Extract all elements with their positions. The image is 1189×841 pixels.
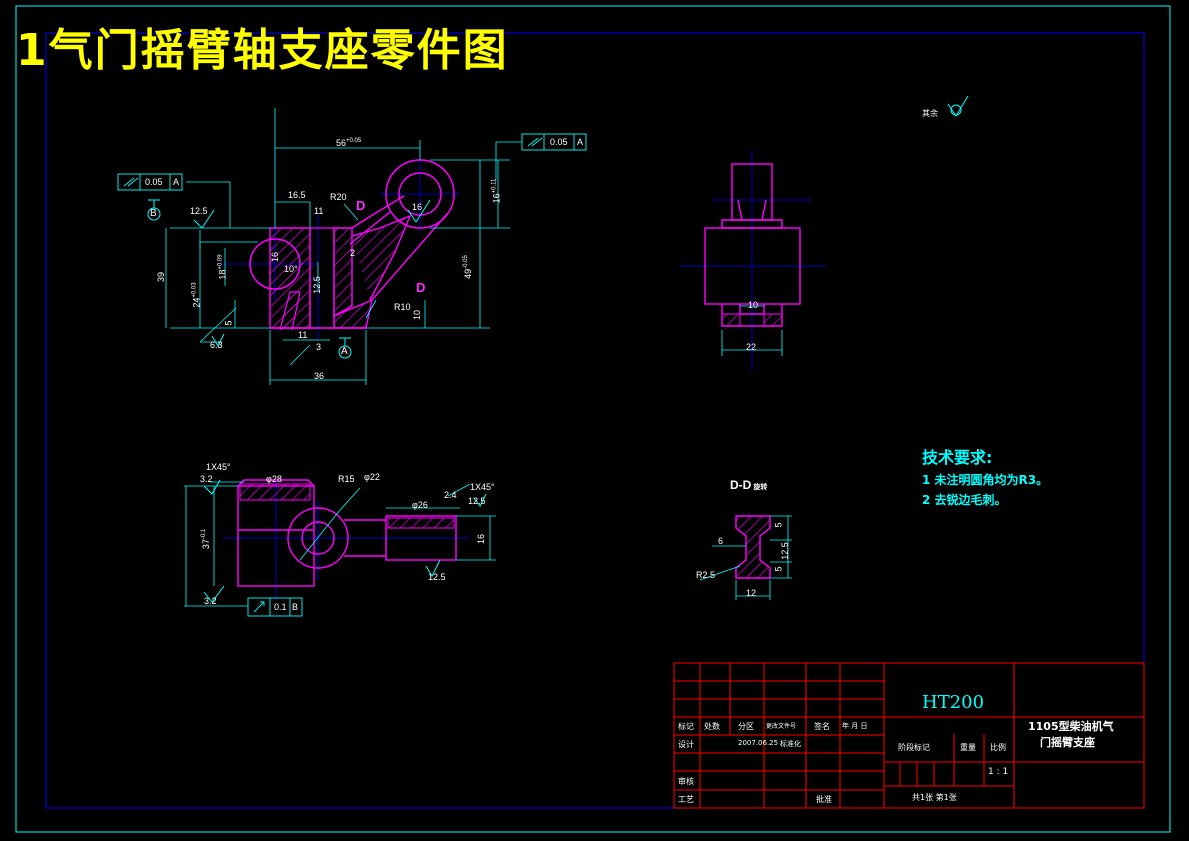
label-stage: 阶段标记 xyxy=(898,743,930,752)
dim-r20: R20 xyxy=(330,192,347,202)
front-view xyxy=(117,108,587,385)
dim-16-mid: 16 xyxy=(270,251,281,263)
dim-49: 49-0.05 xyxy=(462,255,473,279)
dim-5: 5 xyxy=(223,320,234,326)
dim-12-5-bottom: 12.5 xyxy=(428,572,446,582)
fcf-bottom-datum: B xyxy=(292,602,299,612)
sheet-count: 共1张 第1张 xyxy=(912,793,957,802)
label-mark: 标记 xyxy=(678,722,694,731)
datum-b-label: B xyxy=(150,208,157,219)
fcf-left-datum: A xyxy=(173,177,180,187)
dim-6-section: 6 xyxy=(718,536,724,546)
label-standardization: 标准化 xyxy=(780,740,801,748)
dim-10-side: 10 xyxy=(748,300,759,310)
side-view xyxy=(680,150,826,370)
inner-frame xyxy=(45,32,1145,809)
title-block-lines xyxy=(673,662,1145,809)
roughness-note: 其余 xyxy=(922,109,938,118)
dim-16-eye: 16 xyxy=(412,202,423,212)
label-weight: 重量 xyxy=(960,743,976,752)
fcf-left-tolerance: 0.05 xyxy=(145,177,163,187)
tech-heading: 技术要求: xyxy=(922,448,993,467)
scale-value: 1 : 1 xyxy=(988,767,1009,777)
label-date: 年 月 日 xyxy=(842,722,868,730)
dim-dia-28: φ28 xyxy=(266,474,282,484)
tech-line-2: 2 去锐边毛刺。 xyxy=(922,493,1007,507)
dim-5-b: 5 xyxy=(773,566,784,572)
chamfer-right: 1X45° xyxy=(470,482,495,492)
tech-line-1: 1 未注明圆角均为R3。 xyxy=(922,473,1049,487)
label-scale: 比例 xyxy=(990,743,1006,752)
dim-5-a: 5 xyxy=(773,522,784,528)
label-count: 处数 xyxy=(704,722,720,731)
label-process: 工艺 xyxy=(678,795,694,804)
label-zone: 分区 xyxy=(738,722,754,731)
part-name-line2: 门摇臂支座 xyxy=(1040,736,1095,749)
section-mark-d-bottom: D xyxy=(416,280,426,295)
dim-3: 3 xyxy=(316,342,322,352)
dim-r15: R15 xyxy=(338,474,355,484)
chamfer-left: 1X45° xyxy=(206,462,231,472)
dim-12-section: 12 xyxy=(746,588,757,598)
roughness-note-icon xyxy=(947,95,969,117)
material: HT200 xyxy=(922,692,985,713)
dim-16-5: 16.5 xyxy=(288,190,306,200)
dim-12-5-section: 12.5 xyxy=(779,542,790,560)
dim-r10: R10 xyxy=(394,302,411,312)
dim-3-2-bottom: 3.2 xyxy=(204,596,217,606)
drawing-title: 1气门摇臂轴支座零件图 xyxy=(16,25,509,76)
dim-3-2-top: 3.2 xyxy=(200,474,213,484)
label-review: 审核 xyxy=(678,777,694,786)
dim-11-bottom: 11 xyxy=(298,330,308,340)
outer-frame xyxy=(15,5,1171,833)
dim-2-4: 2.4 xyxy=(444,490,457,500)
dim-36: 36 xyxy=(314,371,325,381)
dim-dia-26: φ26 xyxy=(412,500,428,510)
dim-39: 39 xyxy=(156,271,167,283)
datum-a-label: A xyxy=(341,346,348,357)
dim-12-5-top: 12.5 xyxy=(190,206,208,216)
design-date: 2007.06.25 xyxy=(738,739,779,747)
dim-10-right: 10 xyxy=(412,309,423,321)
fcf-bottom-tolerance: 0.1 xyxy=(274,602,287,612)
dim-6-3: 6.3 xyxy=(210,340,223,350)
dim-22-side: 22 xyxy=(746,342,757,352)
dim-37: 37-0.1 xyxy=(201,528,212,550)
part-name-line1: 1105型柴油机气 xyxy=(1028,720,1114,733)
dim-16-right: 16+0.11 xyxy=(491,178,502,204)
label-approve: 批准 xyxy=(816,795,832,804)
dim-56: 56+0.05 xyxy=(336,138,362,148)
label-change-doc: 更改文件号 xyxy=(766,723,797,730)
dim-12-5-right: 12.5 xyxy=(468,496,486,506)
dim-2: 2 xyxy=(350,248,356,258)
label-designer: 设计 xyxy=(678,740,694,749)
dim-24: 24+0.03 xyxy=(191,282,202,308)
dim-dia-22: φ22 xyxy=(364,472,380,482)
top-view xyxy=(184,479,496,617)
dim-10-deg: 10° xyxy=(284,264,298,274)
dim-12-5-mid: 12.5 xyxy=(311,276,322,294)
section-mark-d-top: D xyxy=(356,198,366,213)
tech-requirements: 技术要求: 1 未注明圆角均为R3。 2 去锐边毛刺。 xyxy=(922,444,1048,508)
dim-11-top: 11 xyxy=(314,206,324,216)
dim-18: 18+0.09 xyxy=(217,254,228,280)
fcf-top-tolerance: 0.05 xyxy=(550,137,568,147)
dim-r2-5: R2.5 xyxy=(696,570,716,580)
fcf-top-datum: A xyxy=(577,137,584,147)
label-signature: 签名 xyxy=(814,722,830,731)
dim-16-top-view: 16 xyxy=(476,533,487,545)
section-dd xyxy=(699,515,792,600)
